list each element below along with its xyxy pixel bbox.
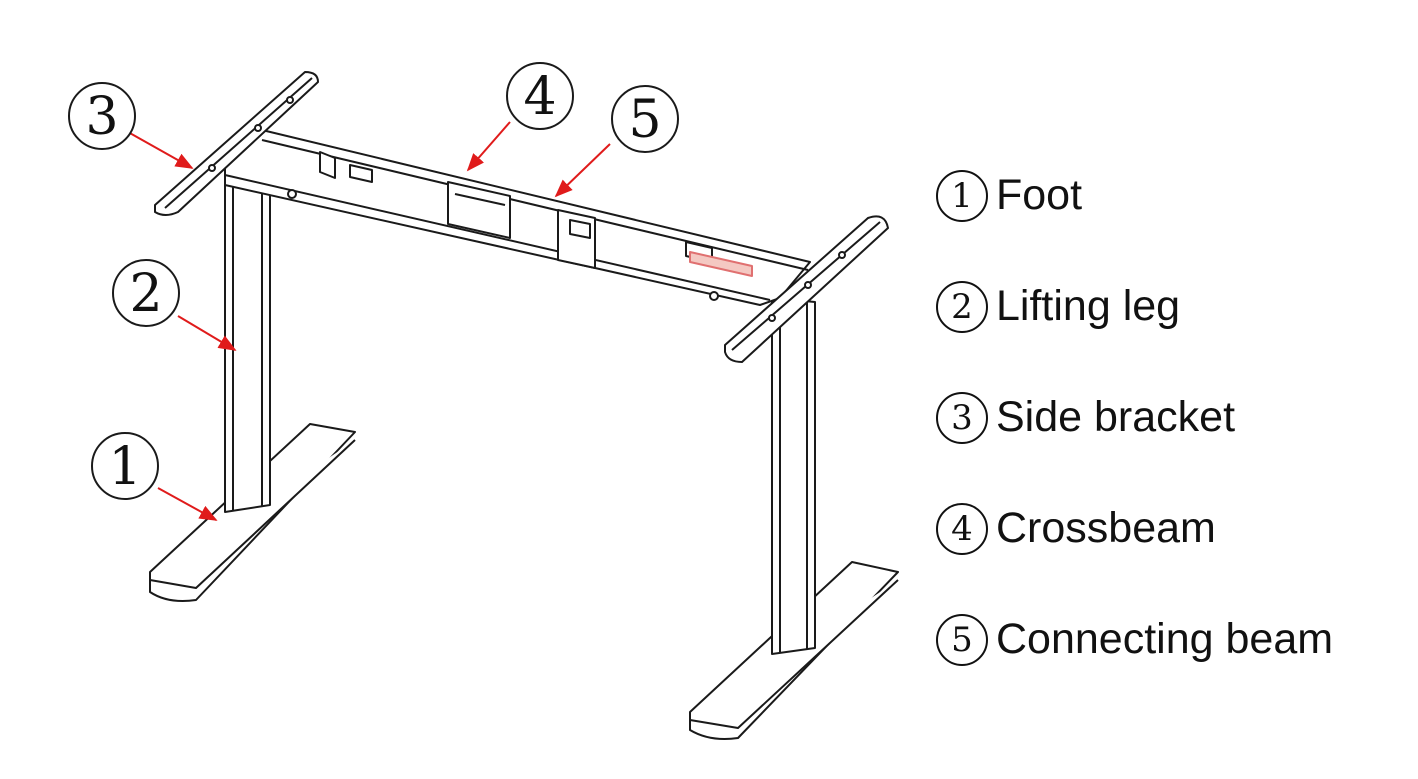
- callout-5: 5: [611, 85, 679, 153]
- legend-number: 4: [936, 502, 988, 555]
- callout-1-arrow: [157, 487, 218, 521]
- callout-3-number: 3: [85, 87, 118, 147]
- left-foot: [149, 423, 356, 602]
- crossbeam-frame: [224, 129, 811, 306]
- legend-label: Lifting leg: [996, 282, 1181, 330]
- right-lifting-leg: [771, 297, 816, 655]
- legend-label: Connecting beam: [996, 615, 1334, 663]
- callout-4-arrow: [466, 121, 511, 172]
- legend-label: Crossbeam: [996, 504, 1216, 552]
- legend-number: 1: [936, 169, 988, 222]
- callout-1-number: 1: [108, 437, 141, 497]
- callout-3-arrow: [127, 131, 194, 169]
- callout-3: 3: [68, 82, 136, 150]
- callout-2-arrow: [177, 315, 237, 351]
- callout-5-arrow: [554, 143, 611, 198]
- legend-label: Foot: [996, 171, 1083, 219]
- legend-item-foot: 1 Foot: [936, 140, 1406, 251]
- legend-number: 3: [936, 391, 988, 444]
- legend-label: Side bracket: [996, 393, 1236, 441]
- legend-number: 2: [936, 280, 988, 333]
- legend-item-crossbeam: 4 Crossbeam: [936, 473, 1406, 584]
- callout-1: 1: [91, 432, 159, 500]
- callout-2: 2: [112, 259, 180, 327]
- callout-5-number: 5: [628, 90, 661, 150]
- legend-item-connecting-beam: 5 Connecting beam: [936, 584, 1406, 695]
- callout-4: 4: [506, 62, 574, 130]
- callout-4-number: 4: [523, 67, 556, 127]
- callout-2-number: 2: [129, 264, 162, 324]
- callout-arrows: [127, 121, 611, 521]
- left-side-bracket: [154, 71, 319, 216]
- right-side-bracket: [724, 215, 889, 363]
- legend-number: 5: [936, 613, 988, 666]
- legend-item-side-bracket: 3 Side bracket: [936, 362, 1406, 473]
- parts-legend: 1 Foot 2 Lifting leg 3 Side bracket 4 Cr…: [936, 140, 1406, 695]
- legend-item-lifting-leg: 2 Lifting leg: [936, 251, 1406, 362]
